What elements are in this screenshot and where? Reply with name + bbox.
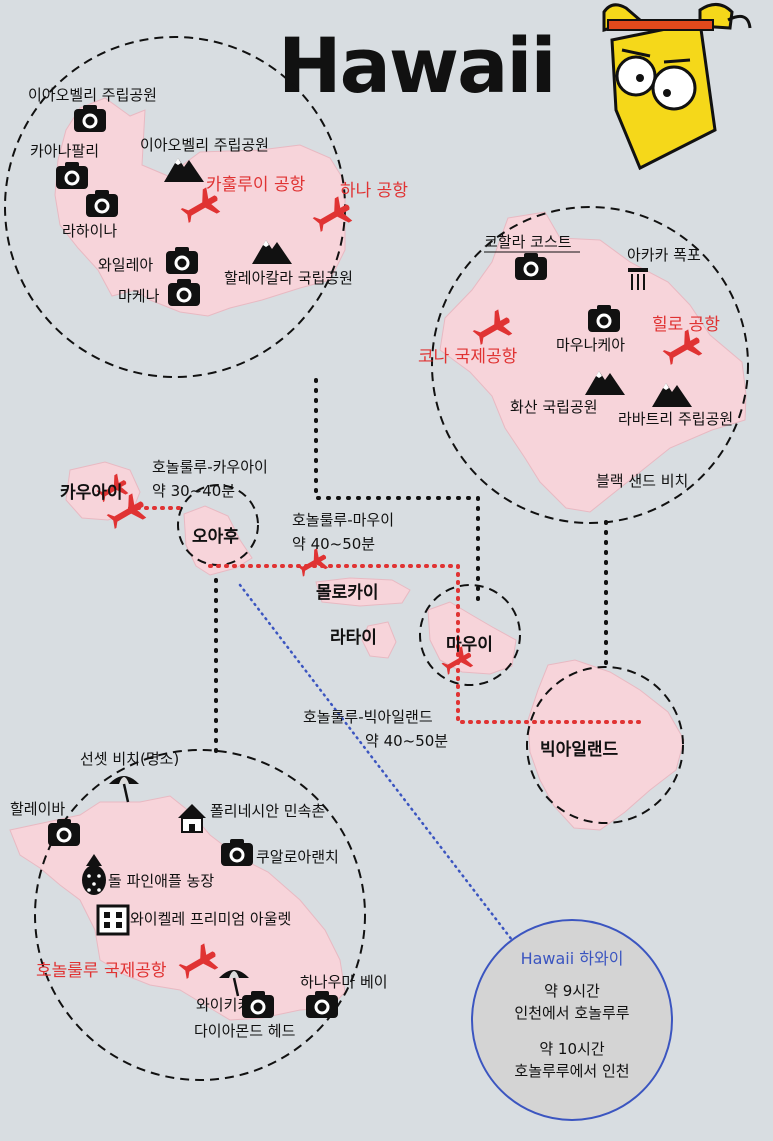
camera-icon bbox=[588, 305, 620, 332]
island-label-lanai: 라타이 bbox=[330, 628, 377, 648]
camera-icon bbox=[56, 162, 88, 189]
maui-place-iao-valley: 이아오벨리 주립공원 bbox=[28, 86, 157, 104]
oahu-place-haleiwa: 할레이바 bbox=[10, 800, 65, 818]
big-island-place-kona-airport: 코나 국제공항 bbox=[418, 347, 518, 367]
oahu-place-dole-plantation: 돌 파인애플 농장 bbox=[108, 872, 214, 890]
oahu-place-hanauma-bay: 하나우마 베이 bbox=[300, 973, 388, 991]
route-time-big-island: 약 40~50분 bbox=[365, 732, 448, 750]
big-island-place-black-sand: 블랙 샌드 비치 bbox=[596, 472, 688, 490]
umbrella-icon bbox=[107, 774, 141, 804]
waterfall-icon bbox=[628, 268, 648, 290]
big-island-place-kohala: 코할라 코스트 bbox=[484, 233, 572, 251]
hut-icon bbox=[178, 804, 206, 833]
info-title: Hawaii 하와이 bbox=[521, 949, 624, 968]
maui-place-haleakala: 할레아칼라 국립공원 bbox=[224, 269, 353, 287]
info-connector-line bbox=[238, 583, 514, 942]
maui-place-kahului-airport: 카훌루이 공항 bbox=[206, 175, 306, 195]
big-island-place-mauna-kea: 마우나케아 bbox=[556, 336, 625, 354]
big-island-circle bbox=[526, 666, 684, 824]
connector-lines bbox=[214, 378, 608, 754]
oahu-place-diamond-head: 다이아몬드 헤드 bbox=[194, 1022, 296, 1040]
oahu-place-polynesian-center: 폴리네시안 민속촌 bbox=[210, 802, 325, 820]
oahu-detail-circle bbox=[34, 749, 366, 1081]
island-label-kauai: 카우아이 bbox=[60, 483, 123, 503]
route-time-kauai: 약 30~40분 bbox=[152, 482, 235, 500]
flight-info-bubble: Hawaii 하와이 약 9시간 인천에서 호놀루루 약 10시간 호놀루루에서… bbox=[471, 919, 673, 1121]
oahu-place-kualoa-ranch: 쿠알로아랜치 bbox=[256, 848, 339, 866]
big-island-enlarged-island bbox=[439, 211, 747, 513]
info-line-4: 호놀루루에서 인천 bbox=[514, 1062, 629, 1080]
pineapple-icon bbox=[82, 854, 106, 895]
island-label-big-island: 빅아일랜드 bbox=[540, 740, 619, 760]
maui-place-wailea: 와일레아 bbox=[98, 256, 153, 274]
big-island-detail-circle bbox=[431, 206, 749, 524]
info-line-3: 약 10시간 bbox=[539, 1040, 604, 1058]
building-icon bbox=[96, 904, 130, 936]
camera-icon bbox=[166, 247, 198, 274]
maui-place-hana-airport: 하나 공항 bbox=[340, 181, 408, 201]
island-label-maui: 마우이 bbox=[446, 635, 493, 655]
route-time-maui: 약 40~50분 bbox=[292, 535, 375, 553]
big-island-place-akaka: 아카카 폭포 bbox=[627, 246, 701, 264]
camera-icon bbox=[306, 991, 338, 1018]
camera-icon bbox=[86, 190, 118, 217]
oahu-place-waikele-outlet: 와이켈레 프리미엄 아울렛 bbox=[130, 910, 291, 928]
big-island-place-hilo-airport: 힐로 공항 bbox=[652, 315, 720, 335]
route-label-big-island: 호놀룰루-빅아일랜드 bbox=[303, 708, 433, 726]
camera-icon bbox=[242, 991, 274, 1018]
route-label-kauai: 호놀룰루-카우아이 bbox=[152, 458, 268, 476]
page-title: Hawaii bbox=[278, 21, 555, 110]
maui-place-makena: 마케나 bbox=[118, 287, 160, 305]
island-label-molokai: 몰로카이 bbox=[316, 583, 379, 603]
camera-icon bbox=[168, 279, 200, 306]
maui-place-kaanapali: 카아나팔리 bbox=[30, 142, 99, 160]
camera-icon bbox=[221, 839, 253, 866]
route-label-maui: 호놀룰루-마우이 bbox=[292, 511, 394, 529]
camera-icon bbox=[74, 105, 106, 132]
maui-place-iao-valley-park: 이아오벨리 주립공원 bbox=[140, 136, 269, 154]
big-island-place-lava-tree: 라바트리 주립공원 bbox=[618, 410, 733, 428]
info-line-1: 약 9시간 bbox=[544, 982, 600, 1000]
big-island bbox=[527, 659, 685, 831]
big-island-place-volcanoes: 화산 국립공원 bbox=[510, 398, 598, 416]
camera-icon bbox=[515, 253, 547, 280]
maui-circle bbox=[419, 584, 521, 686]
cartoon-character-icon bbox=[602, 3, 752, 171]
island-label-oahu: 오아후 bbox=[192, 526, 239, 547]
oahu-place-honolulu-airport: 호놀룰루 국제공항 bbox=[36, 961, 167, 981]
oahu-place-sunset-beach: 선셋 비치(명소) bbox=[80, 750, 179, 768]
camera-icon bbox=[48, 819, 80, 846]
maui-place-lahaina: 라하이나 bbox=[62, 222, 117, 240]
maui-island bbox=[427, 601, 517, 675]
molokai-island bbox=[315, 577, 411, 607]
oahu-place-waikiki: 와이키키 bbox=[196, 996, 251, 1014]
lanai-island bbox=[361, 621, 397, 659]
info-line-2: 인천에서 호놀루루 bbox=[514, 1004, 629, 1022]
